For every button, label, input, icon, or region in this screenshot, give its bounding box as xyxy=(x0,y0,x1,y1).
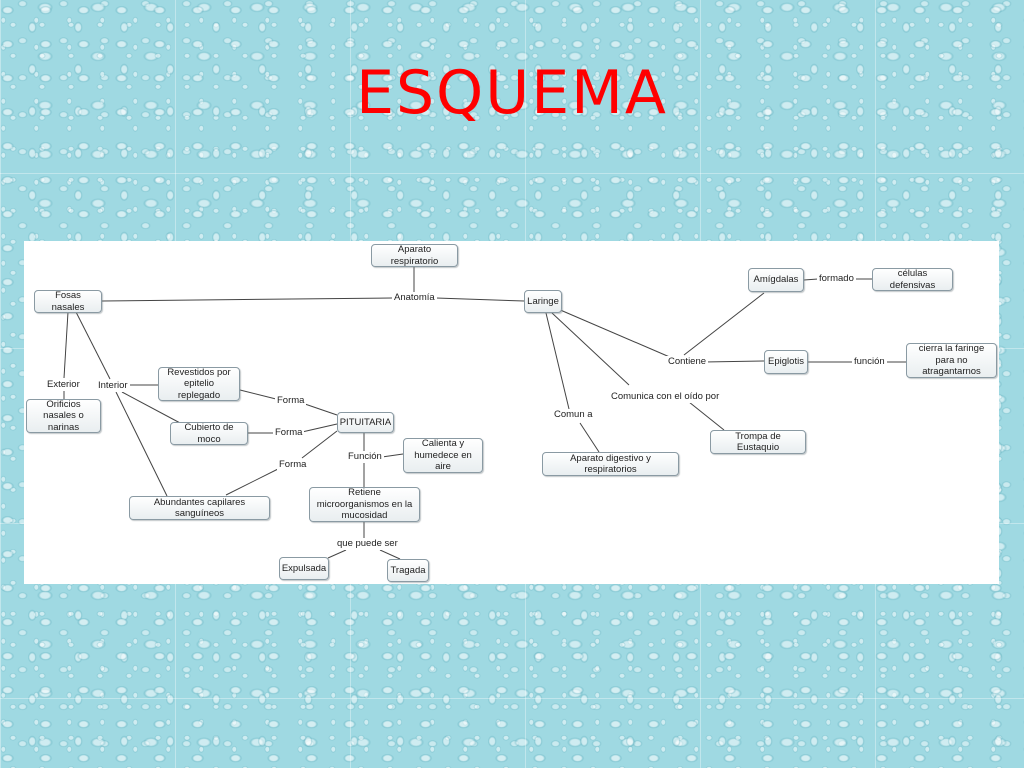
connector-lines xyxy=(63,266,906,560)
node-amigdalas: Amígdalas xyxy=(748,268,804,292)
node-expulsada: Expulsada xyxy=(279,557,329,580)
link-funcion-epiglotis: función xyxy=(852,356,887,368)
node-laringe: Laringe xyxy=(524,290,562,313)
node-pituitaria: PITUITARIA xyxy=(337,412,394,433)
node-celulas-defensivas: células defensivas xyxy=(872,268,953,291)
link-contiene: Contiene xyxy=(666,356,709,368)
node-calienta: Calienta y humedece en aire xyxy=(403,438,483,473)
link-forma-cubierto: Forma xyxy=(273,427,305,439)
node-capilares: Abundantes capilares sanguíneos xyxy=(129,496,270,520)
link-formado: formado xyxy=(817,273,856,285)
node-orificios-nasales: Orificios nasales o narinas xyxy=(26,399,101,433)
link-exterior: Exterior xyxy=(45,379,82,391)
link-anatomia: Anatomía xyxy=(392,292,437,304)
link-interior: Interior xyxy=(96,380,130,392)
node-cubierto-moco: Cubierto de moco xyxy=(170,422,248,445)
node-aparato-digestivo: Aparato digestivo y respiratorios xyxy=(542,452,679,476)
link-forma-capilares: Forma xyxy=(277,459,309,471)
page-title: ESQUEMA xyxy=(356,58,668,128)
node-fosas-nasales: Fosas nasales xyxy=(34,290,102,313)
node-revestidos: Revestidos por epitelio replegado xyxy=(158,367,240,401)
node-aparato-respiratorio: Aparato respiratorio xyxy=(371,244,458,267)
node-trompa-eustaquio: Trompa de Eustaquio xyxy=(710,430,806,454)
link-comunica-oido: Comunica con el oído por xyxy=(609,391,722,403)
node-retiene: Retiene microorganismos en la mucosidad xyxy=(309,487,420,522)
concept-map: Aparato respiratorio Fosas nasales Larin… xyxy=(24,241,999,584)
link-funcion-pituitaria: Función xyxy=(346,451,384,463)
link-que-puede-ser: que puede ser xyxy=(335,538,400,550)
link-comun-a: Comun a xyxy=(552,409,595,421)
node-tragada: Tragada xyxy=(387,559,429,582)
link-forma-revestidos: Forma xyxy=(275,395,307,407)
node-cierra-faringe: cierra la faringe para no atragantarnos xyxy=(906,343,997,378)
node-epiglotis: Epiglotis xyxy=(764,350,808,374)
